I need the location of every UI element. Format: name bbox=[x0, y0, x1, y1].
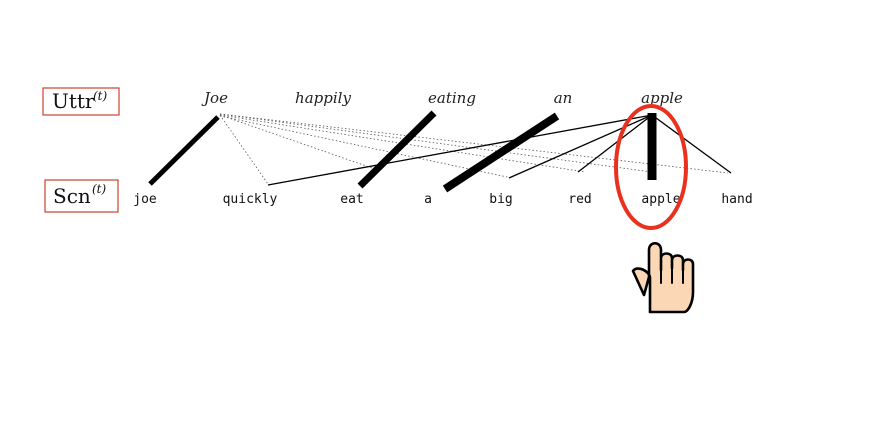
scene-label: Scn (t) bbox=[44, 179, 119, 213]
strong-line-eating-eat bbox=[357, 110, 437, 189]
scene-words: joe quickly eat a big red apple hand bbox=[133, 192, 752, 207]
thin-alignments bbox=[267, 114, 732, 186]
dotted-line-joe-quickly bbox=[219, 114, 269, 185]
scene-word-apple: apple bbox=[641, 192, 680, 207]
thin-line-apple-hand bbox=[651, 114, 732, 174]
dotted-line-joe-eat bbox=[219, 114, 373, 169]
dotted-alignments bbox=[219, 113, 729, 185]
strong-line-an-a bbox=[442, 112, 560, 193]
scene-word-hand: hand bbox=[721, 192, 752, 207]
utterance-label: Uttr (t) bbox=[42, 87, 120, 116]
utterance-words: Joe happily eating an apple bbox=[201, 89, 683, 107]
scene-word-joe: joe bbox=[133, 192, 157, 207]
dotted-line-joe-apple bbox=[219, 113, 653, 173]
strong-alignments bbox=[148, 110, 657, 193]
scene-word-quickly: quickly bbox=[223, 192, 278, 207]
scene-label-sup: (t) bbox=[92, 182, 107, 196]
highlight-ellipse bbox=[614, 104, 688, 230]
dotted-line-joe-hand bbox=[219, 113, 729, 174]
thin-line-apple-big bbox=[508, 114, 653, 179]
utterance-label-sup: (t) bbox=[93, 89, 108, 103]
scene-label-text: Scn bbox=[53, 184, 91, 208]
strong-line-joe-joe bbox=[148, 115, 220, 186]
utterance-word-apple: apple bbox=[641, 89, 683, 107]
thin-line-apple-red bbox=[577, 114, 653, 173]
utterance-label-box bbox=[42, 87, 120, 116]
utterance-label-text: Uttr bbox=[52, 89, 95, 113]
scene-word-eat: eat bbox=[340, 192, 363, 207]
thin-line-apple-quickly bbox=[267, 114, 653, 186]
scene-label-box bbox=[44, 179, 119, 213]
scene-word-a: a bbox=[424, 192, 432, 207]
utterance-word-joe: Joe bbox=[201, 89, 228, 107]
utterance-word-an: an bbox=[554, 89, 573, 107]
scene-word-red: red bbox=[568, 192, 591, 207]
utterance-word-happily: happily bbox=[295, 89, 351, 107]
dotted-line-joe-red bbox=[219, 114, 586, 173]
dotted-line-joe-big bbox=[219, 115, 513, 179]
utterance-word-eating: eating bbox=[428, 89, 476, 107]
pointing-hand-icon bbox=[631, 241, 695, 314]
scene-word-big: big bbox=[489, 192, 512, 207]
